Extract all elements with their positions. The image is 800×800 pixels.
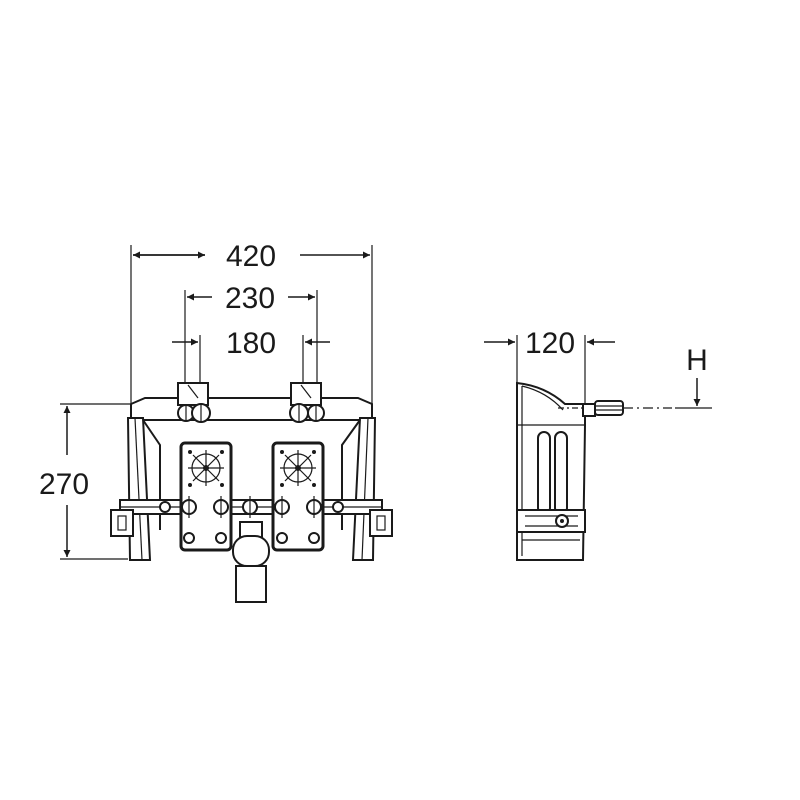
dimension-inlet-spacing-inner: 180 — [172, 327, 330, 385]
inlet-connector-right — [289, 382, 325, 423]
dimension-label-230: 230 — [225, 282, 275, 315]
inlet-connector-left — [177, 382, 211, 423]
side-outlet-spigot — [558, 400, 672, 417]
dimension-height: 270 — [39, 403, 130, 560]
outlet-height-label: H — [686, 344, 708, 377]
dimension-overall-width: 420 — [130, 240, 373, 410]
mounting-plate-left — [179, 441, 233, 552]
dimension-inlet-spacing-outer: 230 — [184, 282, 318, 385]
dimension-label-120: 120 — [525, 327, 575, 360]
side-view-frame — [516, 381, 586, 561]
dimension-label-270: 270 — [39, 468, 89, 501]
rail-fittings — [159, 496, 344, 518]
mounting-plate-right — [271, 441, 325, 552]
dimension-depth: 120 — [484, 327, 615, 405]
dimension-label-420: 420 — [226, 240, 276, 273]
drain-outlet-pipe — [232, 521, 270, 603]
dimension-label-180: 180 — [226, 327, 276, 360]
outlet-height-marker: H — [675, 344, 712, 409]
